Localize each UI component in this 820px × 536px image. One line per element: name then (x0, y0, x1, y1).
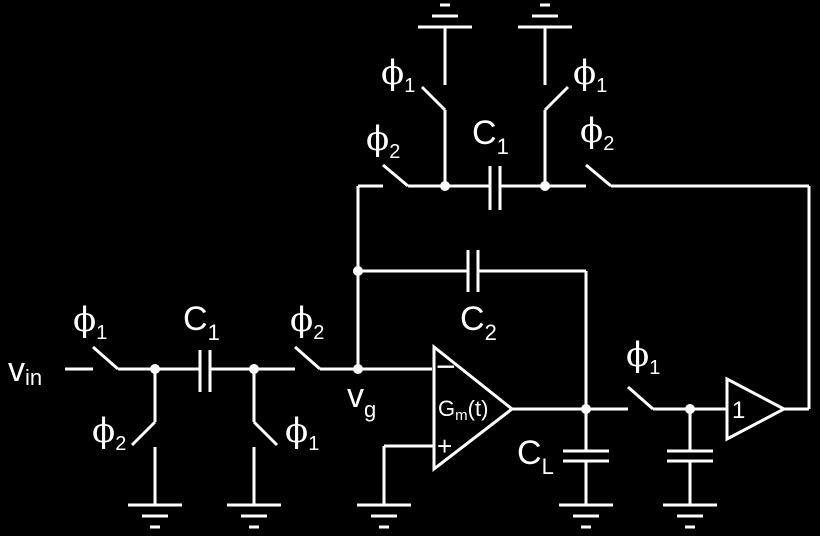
phi1-label-top-left: ϕ1 (381, 53, 415, 97)
ground-symbol-cl (559, 503, 613, 529)
vin-label: vin (8, 351, 42, 390)
phi1-label-top-right: ϕ1 (573, 53, 607, 97)
switch-phi2-ground-left (130, 420, 157, 447)
ground-symbol-mid (227, 503, 281, 529)
phi2-label-top-left: ϕ2 (366, 119, 400, 163)
ota-plus-label: + (437, 431, 452, 461)
switch-phi1-top-right (543, 85, 570, 112)
c2-label: C2 (460, 300, 497, 345)
c1-label-top: C1 (472, 114, 509, 159)
ground-symbol-hold (663, 503, 717, 529)
phi2-label-ground: ϕ2 (92, 411, 126, 455)
phi2-label-vg: ϕ2 (290, 300, 324, 344)
phi1-label-ground: ϕ1 (285, 411, 319, 455)
ground-symbol-top-left (418, 3, 472, 29)
ota-triangle (432, 343, 515, 473)
switch-phi1-ground-right (252, 420, 279, 447)
ota-minus-label: − (436, 348, 456, 386)
phi1-label-input: ϕ1 (73, 300, 107, 344)
switch-phi2-top-left (382, 163, 409, 188)
switch-phi2-top-right (585, 163, 612, 188)
switch-phi2-to-vg (294, 345, 321, 371)
c1-label-bottom: C1 (183, 300, 220, 345)
ground-symbol-ota (357, 503, 411, 529)
switch-phi1-top-left (420, 85, 447, 112)
ground-symbol-left (128, 503, 182, 529)
phi1-label-output: ϕ1 (626, 335, 660, 379)
switch-phi1-output (627, 385, 654, 411)
vg-label: vg (347, 377, 376, 422)
ground-symbol-top-right (518, 3, 572, 29)
switch-phi1-input (92, 345, 119, 371)
buffer-gain-label: 1 (732, 397, 745, 424)
gm-label: Gm(t) (438, 396, 488, 424)
phi2-label-top-right: ϕ2 (580, 111, 614, 155)
cl-label: CL (517, 434, 554, 479)
buffer-triangle (725, 376, 788, 442)
